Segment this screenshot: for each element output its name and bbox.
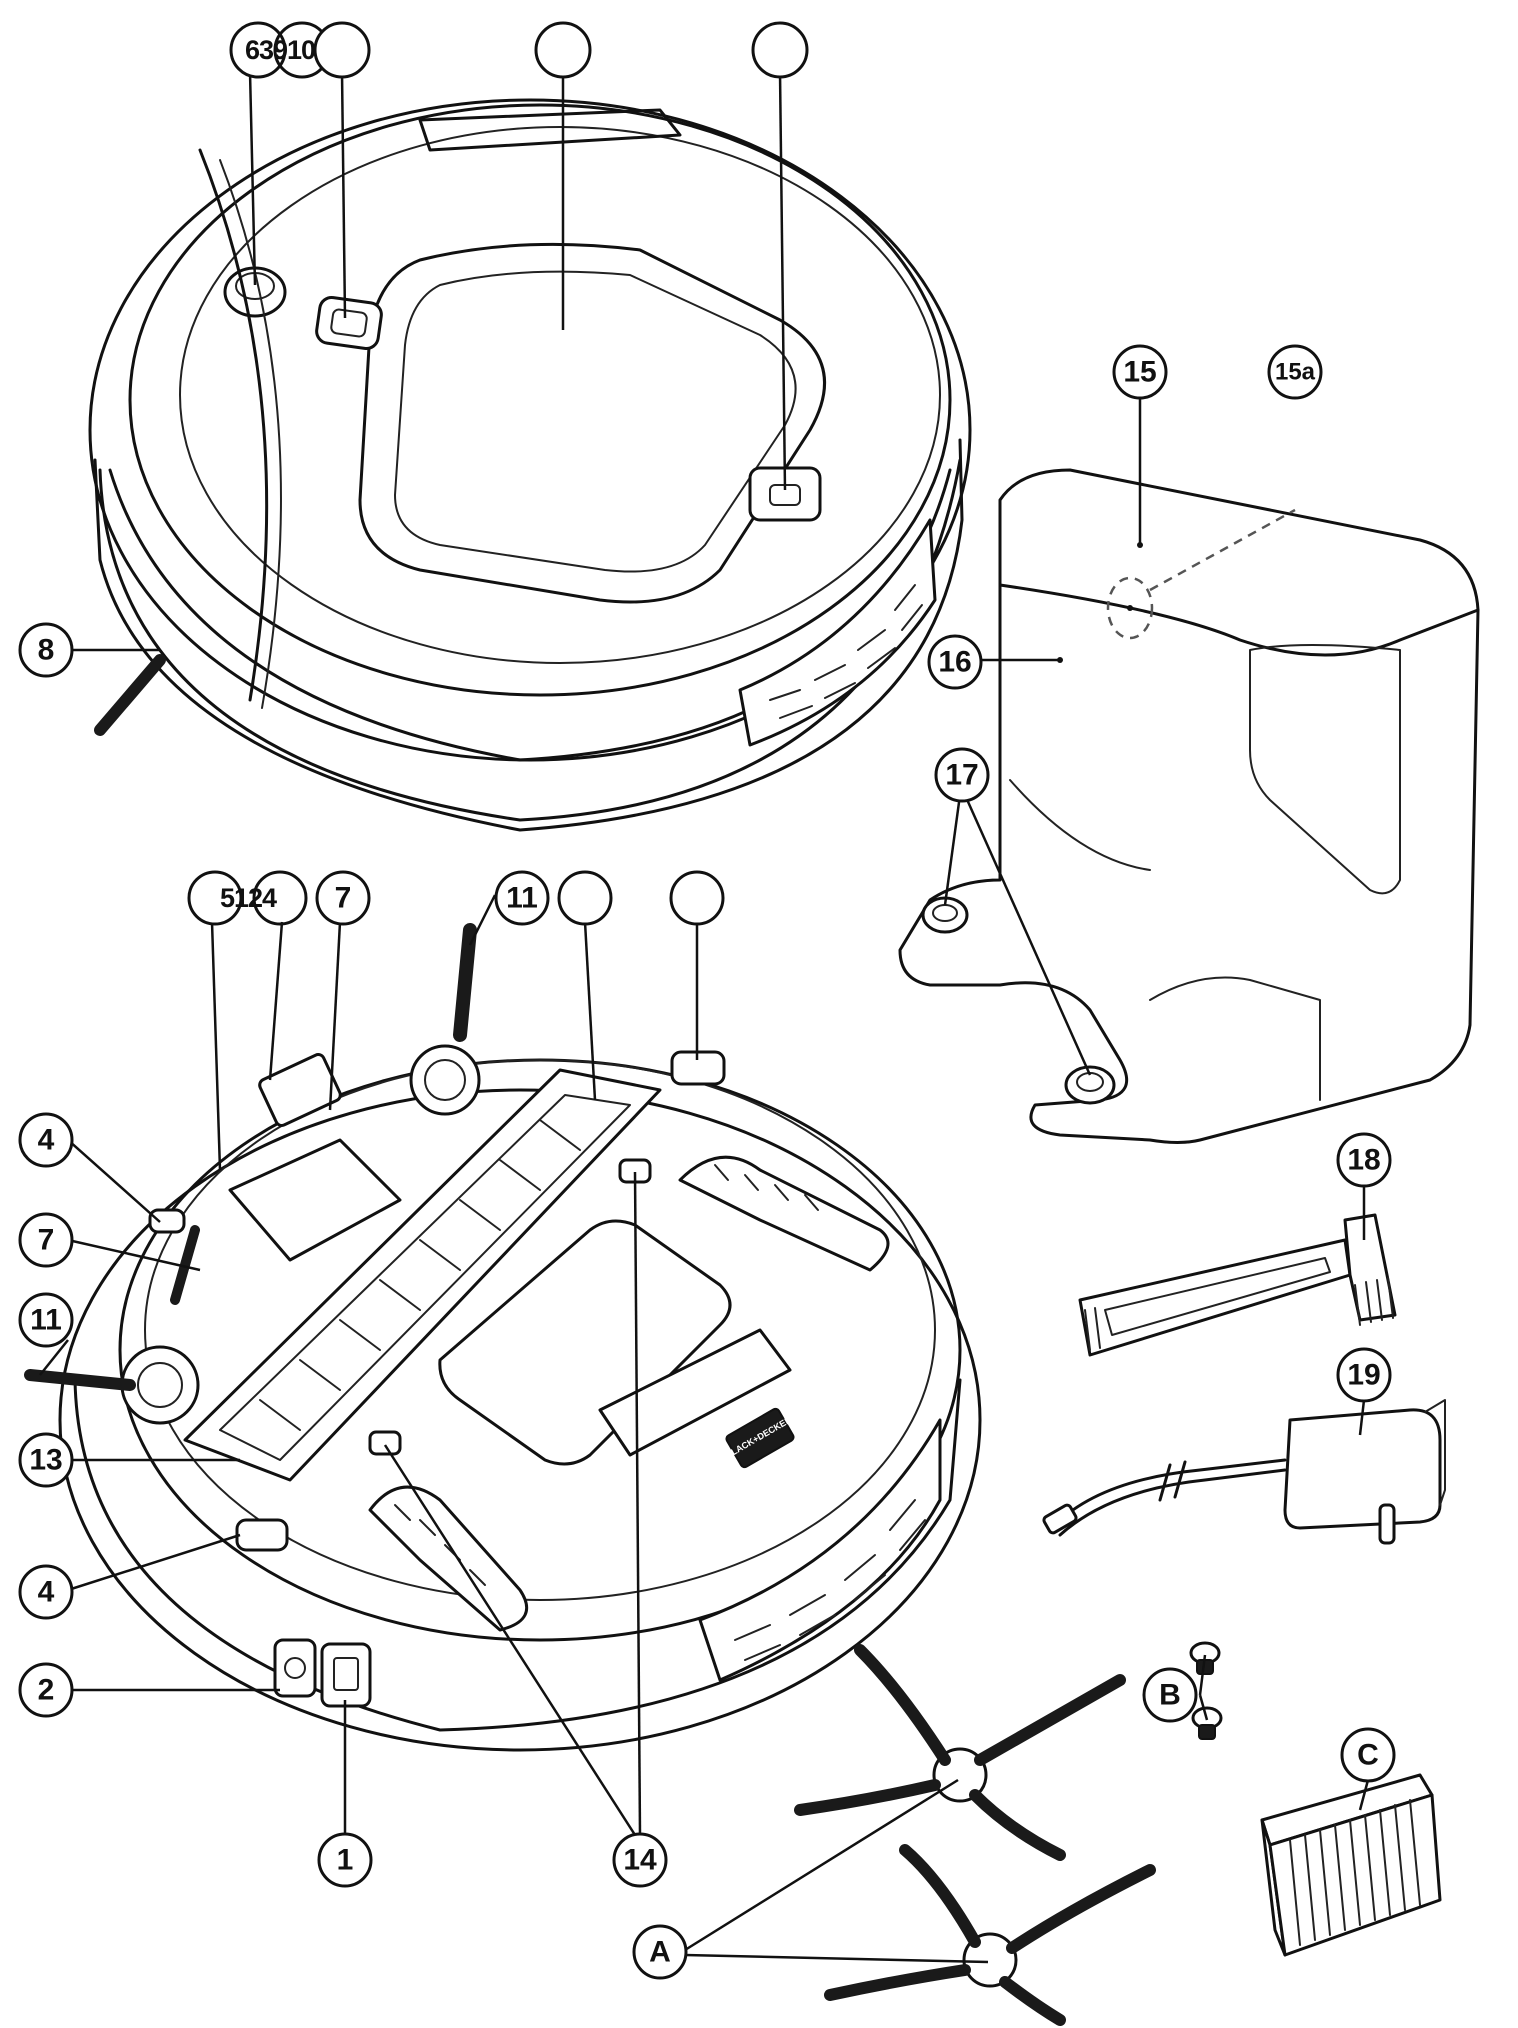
label-8: 8 [18, 622, 74, 678]
label-1-text: 1 [337, 1844, 354, 1877]
label-14: 14 [612, 1832, 668, 1888]
leader-lines [39, 71, 1370, 1964]
charging-dock [898, 468, 1480, 1144]
label-18-text: 18 [1347, 1144, 1380, 1177]
label-16-text: 16 [938, 646, 971, 679]
label-15a-text: 15a [1275, 359, 1316, 386]
label-4-upper: 4 [18, 1112, 74, 1168]
label-13-text: 13 [29, 1444, 62, 1477]
label-B-text: B [1159, 1679, 1181, 1712]
label-C: C [1340, 1727, 1396, 1783]
label-16: 16 [927, 634, 983, 690]
label-C-text: C [1357, 1739, 1379, 1772]
spare-side-brushes [794, 1644, 1156, 2026]
label-18: 18 [1336, 1132, 1392, 1188]
label-8-text: 8 [38, 634, 55, 667]
label-19-text: 19 [1347, 1359, 1380, 1392]
label-63910: 63910 [229, 21, 331, 79]
label-15-text: 15 [1123, 356, 1156, 389]
label-13: 13 [18, 1432, 74, 1488]
label-15a: 15a [1267, 344, 1323, 400]
label-5124: 5124 [187, 870, 308, 926]
label-17-text: 17 [945, 759, 978, 792]
label-A-text: A [649, 1936, 671, 1969]
label-blank-under-1 [557, 870, 613, 926]
label-4-lower-text: 4 [38, 1576, 55, 1609]
label-15: 15 [1112, 344, 1168, 400]
label-blank-top-2 [751, 21, 809, 79]
robot-underside-view: BLACK+DECKER [24, 923, 982, 1752]
label-7-top: 7 [315, 870, 371, 926]
label-11-left-text: 11 [30, 1304, 62, 1337]
label-11-top-text: 11 [506, 882, 538, 915]
label-11-left: 11 [18, 1292, 74, 1348]
label-blank-top-1 [534, 21, 592, 79]
label-4-lower: 4 [18, 1564, 74, 1620]
label-4-upper-text: 4 [38, 1124, 55, 1157]
label-2-text: 2 [38, 1674, 55, 1707]
label-blank-under-2 [669, 870, 725, 926]
robot-top-view [88, 98, 972, 832]
cleaning-tool [1078, 1213, 1397, 1357]
label-A: A [632, 1924, 688, 1980]
label-10 [313, 21, 371, 79]
label-B: B [1142, 1667, 1198, 1723]
label-5124-text: 5124 [220, 883, 277, 913]
label-1: 1 [317, 1832, 373, 1888]
filter [1260, 1773, 1442, 1957]
label-2: 2 [18, 1662, 74, 1718]
label-19: 19 [1336, 1347, 1392, 1403]
charger-adapter [1042, 1399, 1446, 1545]
label-7-left-text: 7 [38, 1224, 55, 1257]
label-17: 17 [934, 747, 990, 803]
label-7-top-text: 7 [335, 882, 352, 915]
label-11-top: 11 [494, 870, 550, 926]
label-63910-text: 63910 [245, 35, 315, 65]
label-7-left: 7 [18, 1212, 74, 1268]
label-14-text: 14 [623, 1844, 657, 1877]
